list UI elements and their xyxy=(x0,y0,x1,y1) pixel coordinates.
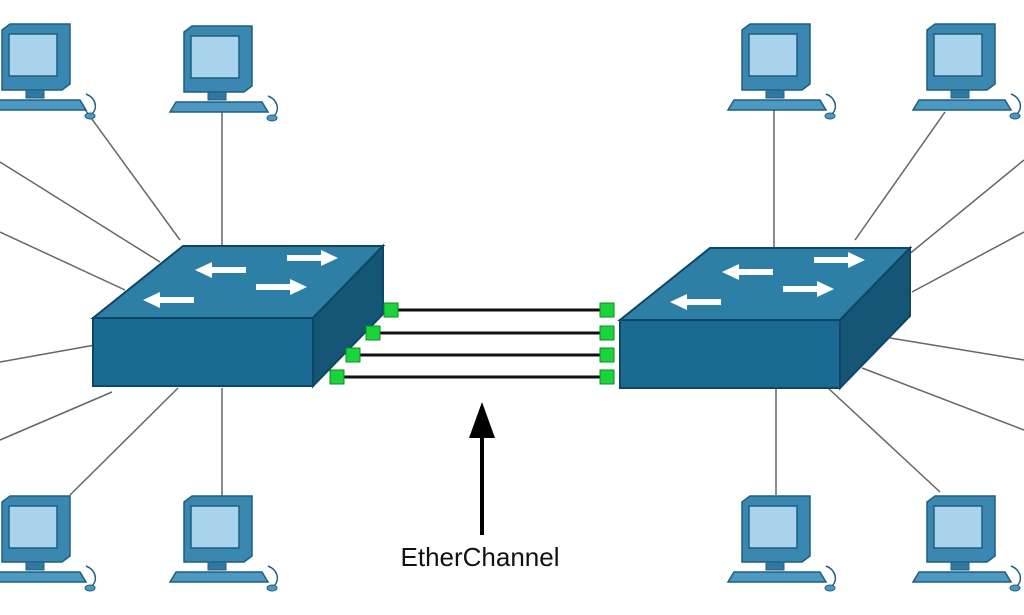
etherchannel-ports xyxy=(329,302,615,385)
etherchannel-label: EtherChannel xyxy=(400,542,560,572)
port-right-3 xyxy=(599,347,615,363)
computer-icon[interactable] xyxy=(169,25,279,122)
port-left-2 xyxy=(365,325,381,341)
right-cables xyxy=(773,108,1024,495)
computer-icon[interactable] xyxy=(0,23,97,120)
computer-icon[interactable] xyxy=(912,495,1022,592)
computer-icon[interactable] xyxy=(727,23,837,120)
port-right-4 xyxy=(599,369,615,385)
etherchannel-arrow xyxy=(469,402,495,535)
port-right-1 xyxy=(599,302,615,318)
port-left-4 xyxy=(329,369,345,385)
left-cables xyxy=(0,99,223,497)
port-left-3 xyxy=(345,347,361,363)
computer-icon[interactable] xyxy=(169,495,279,592)
port-left-1 xyxy=(383,302,399,318)
switch-left[interactable] xyxy=(92,245,384,387)
switch-right[interactable] xyxy=(619,247,911,389)
computer-icon[interactable] xyxy=(727,495,837,592)
etherchannel-bundle xyxy=(340,308,600,379)
computer-icon[interactable] xyxy=(912,23,1022,120)
computer-icon[interactable] xyxy=(0,495,97,592)
port-right-2 xyxy=(599,325,615,341)
